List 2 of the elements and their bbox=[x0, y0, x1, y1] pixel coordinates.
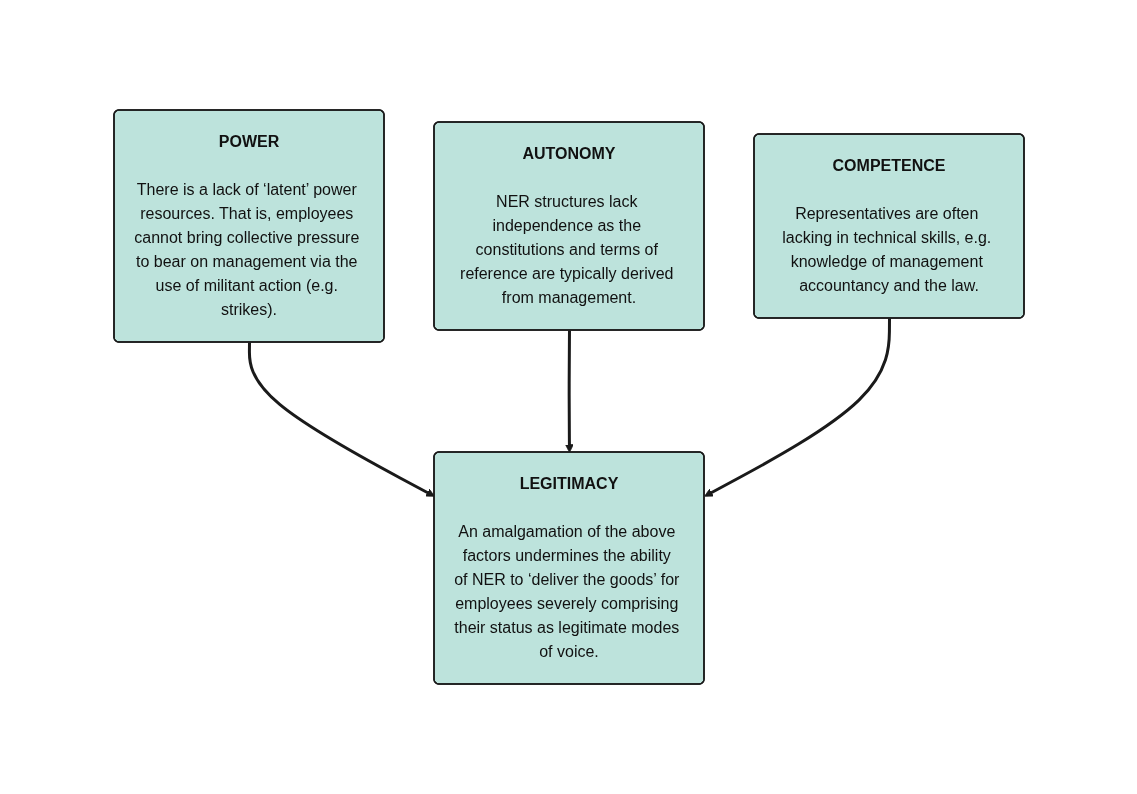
arrow bbox=[703, 318, 891, 497]
arrow bbox=[564, 330, 574, 453]
